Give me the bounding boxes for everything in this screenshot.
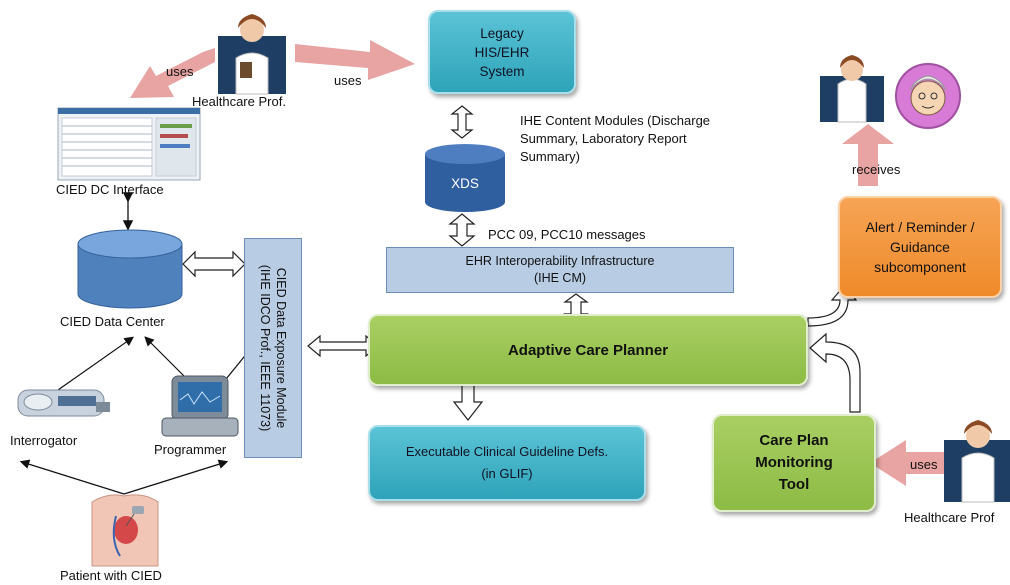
tool-planner-curved-arrow [809,332,861,413]
care-plan-line1: Care Plan [759,432,829,449]
executable-line2: (in GLIF) [481,466,533,481]
alert-line2: Guidance [890,239,950,255]
uses-arrow-right [870,440,950,486]
executable-line1: Executable Clinical Guideline Defs. [405,444,609,459]
cied-data-exposure-module-box: CIED Data Exposure Module (IHE IDCO Prof… [244,238,302,458]
cied-data-center-label: CIED Data Center [60,314,165,329]
alert-reminder-box: Alert / Reminder / Guidance subcomponent [838,196,1002,298]
interrogator-device [17,389,110,417]
care-plan-line3: Tool [778,476,810,493]
exposure-line2: (IHE IDCO Prof., IEEE 11073) [258,264,272,432]
datacenter-module-double-arrow [182,250,246,278]
xds-label: XDS [425,168,505,198]
legacy-xds-double-arrow [450,105,474,139]
healthcare-prof-top-label: Healthcare Prof. [192,94,286,109]
ihe-line2: Summary, Laboratory Report [520,131,687,146]
pcc-messages-label: PCC 09, PCC10 messages [488,227,646,242]
programmer-device [161,375,239,437]
legacy-line3: System [479,63,525,79]
patient-label: Patient with CIED [60,568,162,583]
xds-infra-double-arrow [448,213,476,247]
legacy-line2: HIS/EHR [474,44,530,60]
legacy-his-ehr-box: Legacy HIS/EHR System [428,10,576,94]
uses-mid-label: uses [334,73,362,88]
cied-dc-interface-label: CIED DC Interface [56,182,164,197]
healthcare-prof-bottom-illustration [944,420,1010,503]
exposure-line1: CIED Data Exposure Module [274,267,288,429]
patient-illustration [91,494,159,567]
programmer-datacenter-arrow [144,336,187,379]
care-plan-monitoring-tool-box: Care Plan Monitoring Tool [712,414,876,512]
interrogator-datacenter-arrow [57,336,134,391]
adaptive-care-planner-box: Adaptive Care Planner [368,314,808,386]
ehr-infra-line1: EHR Interoperability Infrastructure [465,254,655,268]
receives-label: receives [852,162,901,177]
programmer-label: Programmer [154,442,227,457]
xds-cylinder [425,144,505,212]
uses-right-label: uses [910,457,938,472]
healthcare-prof-top-illustration [218,14,286,95]
legacy-line1: Legacy [480,25,524,41]
care-plan-line2: Monitoring [755,454,833,471]
cied-dc-interface-screenshot [57,107,201,181]
xds-text: XDS [451,175,479,191]
ihe-line1: IHE Content Modules (Discharge [520,113,711,128]
patient-programmer-arrow [123,459,229,495]
ihe-content-modules-label: IHE Content Modules (Discharge Summary, … [520,112,710,166]
alert-line3: subcomponent [874,259,966,275]
cied-datacenter-cylinder [77,229,183,309]
uses-left-label: uses [166,64,194,79]
elderly-patient-icon [895,63,961,129]
ihe-line3: Summary) [520,149,580,164]
ehr-interoperability-infrastructure-box: EHR Interoperability Infrastructure (IHE… [386,247,734,293]
exposure-module-text: CIED Data Exposure Module (IHE IDCO Prof… [257,240,289,456]
receives-arrow [842,124,894,186]
healthcare-prof-bottom-label: Healthcare Prof [904,510,995,525]
ehr-infra-line2: (IHE CM) [533,271,587,285]
executable-guideline-box: Executable Clinical Guideline Defs. (in … [368,425,646,501]
healthcare-prof-right-illustration [820,55,884,123]
planner-guideline-arrow [452,381,484,421]
uses-arrow-left [130,48,215,98]
interrogator-label: Interrogator [10,433,78,448]
alert-line1: Alert / Reminder / [865,219,975,235]
uses-arrow-mid [295,40,415,80]
patient-interrogator-arrow [19,459,125,495]
adaptive-care-planner-label: Adaptive Care Planner [507,341,669,359]
